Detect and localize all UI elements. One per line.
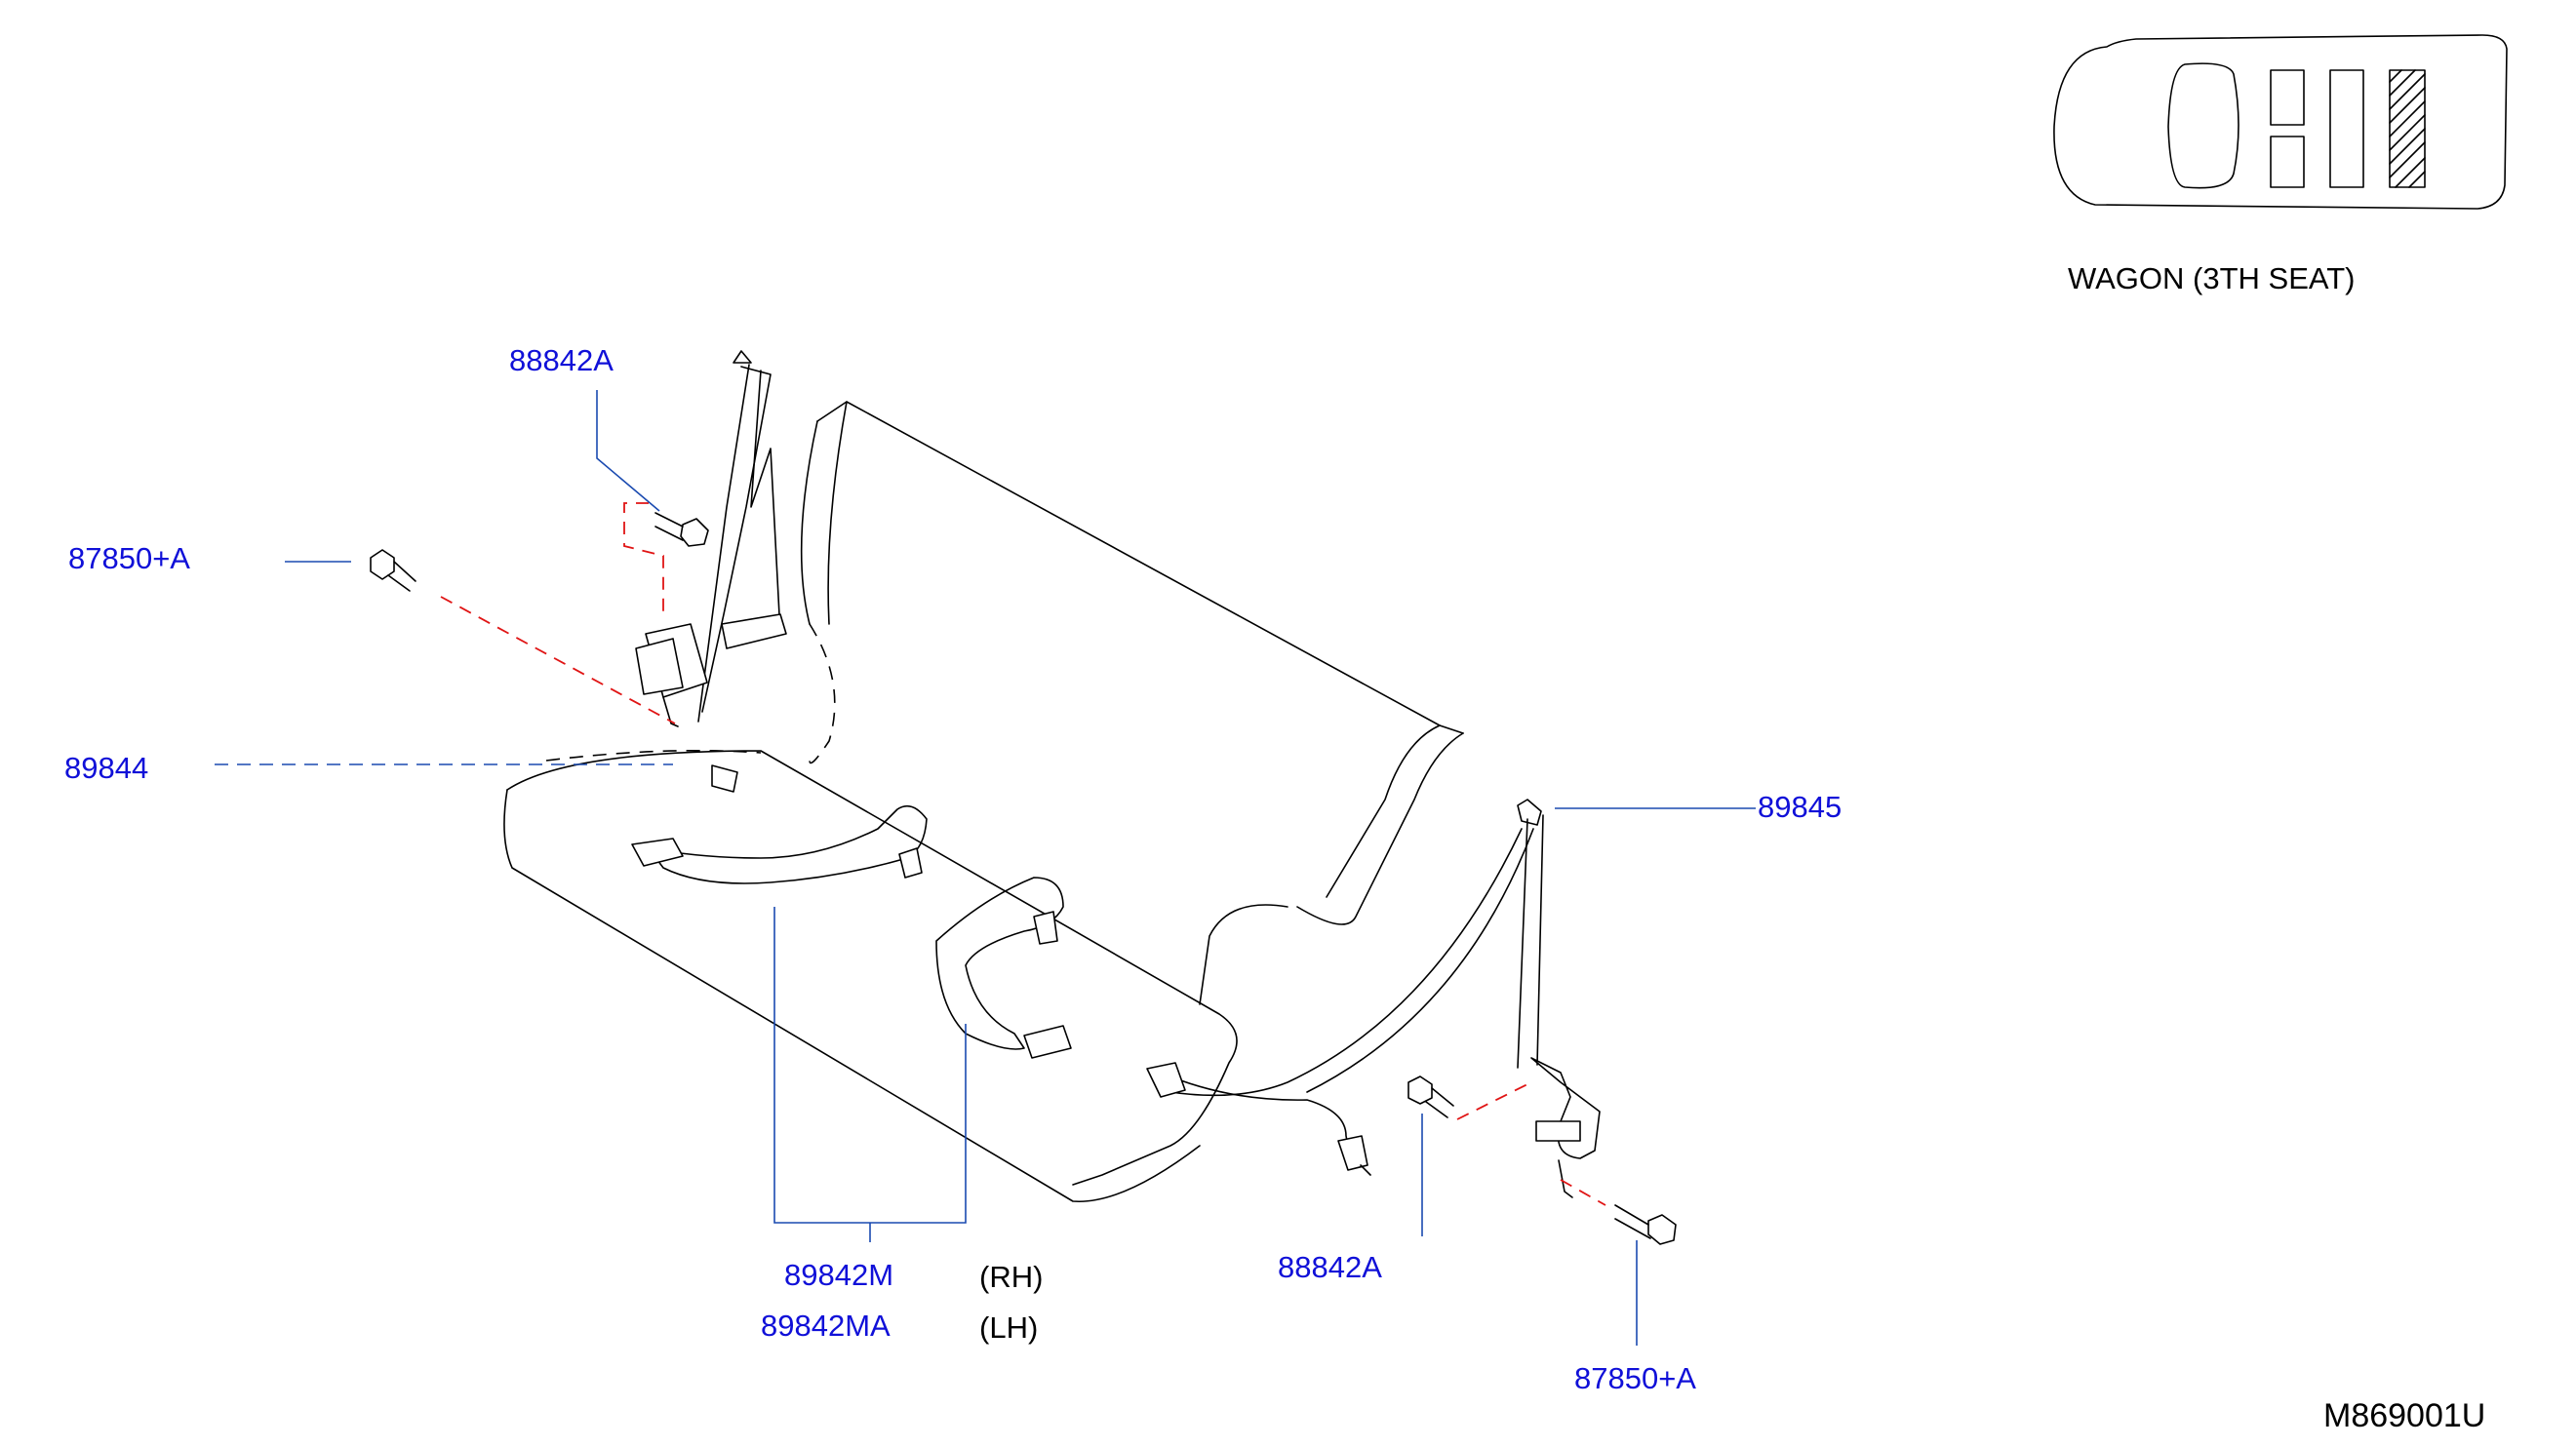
hidden-line-left-bolt: [440, 596, 676, 724]
label-89845[interactable]: 89845: [1758, 790, 1842, 824]
label-89844[interactable]: 89844: [64, 751, 148, 785]
lap-anchor-right: [1146, 1062, 1371, 1176]
bolt-87850-left-icon: [370, 549, 416, 592]
label-87850A-left[interactable]: 87850+A: [68, 541, 190, 575]
hidden-line-top-bolt: [623, 502, 664, 619]
leader-88842A-top: [596, 390, 660, 512]
label-89842M[interactable]: 89842M: [784, 1258, 893, 1292]
bolt-88842-bottom-icon: [1407, 1075, 1454, 1118]
buckle-lh-assembly: [935, 877, 1072, 1059]
buckle-rh-assembly: [631, 804, 928, 884]
hidden-line-right-anchor: [1456, 1081, 1532, 1120]
seat-belt-right-assembly: [1169, 799, 1601, 1198]
bolt-88842-top-icon: [654, 512, 709, 547]
hidden-line-right-bolt: [1560, 1179, 1606, 1206]
diagram-title: WAGON (3TH SEAT): [2068, 261, 2356, 295]
hatched-third-seat-icon: [2389, 69, 2426, 188]
label-88842A-top[interactable]: 88842A: [509, 343, 614, 377]
seat-belt-left-assembly: [635, 350, 787, 793]
label-rh: (RH): [979, 1260, 1043, 1294]
third-row-seat: [503, 401, 1464, 1203]
label-lh: (LH): [979, 1310, 1038, 1345]
label-88842A-bottom[interactable]: 88842A: [1278, 1250, 1382, 1284]
label-87850A-right[interactable]: 87850+A: [1574, 1361, 1696, 1395]
diagram-code: M869001U: [2323, 1397, 2485, 1434]
leader-89842-bracket: [773, 907, 967, 1242]
label-89842MA[interactable]: 89842MA: [761, 1309, 891, 1343]
vehicle-locator-icon: [2053, 34, 2508, 210]
bolt-87850-right-icon: [1614, 1204, 1677, 1245]
